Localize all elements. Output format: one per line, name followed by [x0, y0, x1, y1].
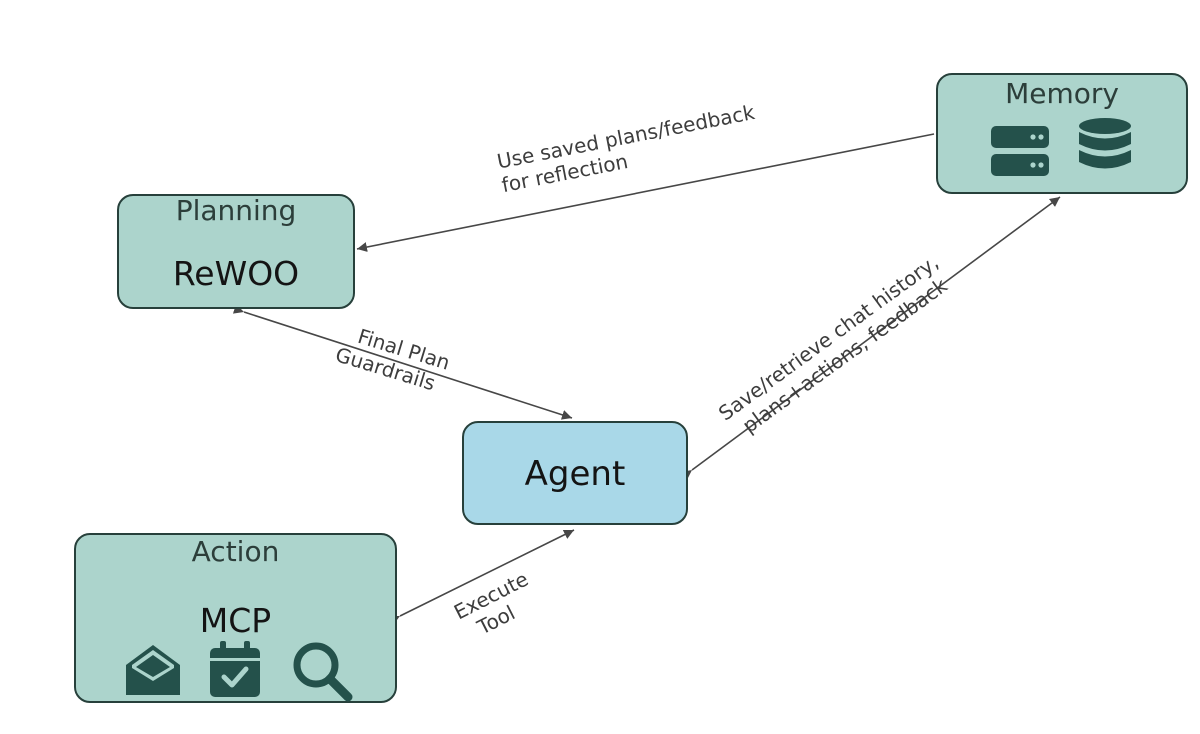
agent-node[interactable]: Agent: [462, 421, 688, 525]
arrow-agent-memory: [680, 196, 1061, 480]
arrow-planning-agent: [232, 304, 573, 420]
action-protocol: MCP: [199, 601, 272, 640]
server-stack-icon: [991, 126, 1049, 176]
action-node[interactable]: Action MCP: [74, 533, 397, 703]
arrow-agent-action: [388, 529, 575, 625]
memory-node[interactable]: Memory: [936, 73, 1188, 194]
planning-method: ReWOO: [172, 254, 300, 293]
search-icon: [293, 642, 353, 702]
planning-title: Planning: [175, 194, 297, 227]
database-icon: [1079, 118, 1131, 169]
planning-node[interactable]: Planning ReWOO: [117, 194, 355, 309]
mail-icon: [126, 645, 180, 695]
arrow-memory-to-planning: [356, 133, 935, 252]
calendar-check-icon: [210, 641, 260, 697]
agent-label: Agent: [524, 454, 626, 494]
memory-title: Memory: [1005, 77, 1119, 110]
action-title: Action: [191, 535, 280, 568]
